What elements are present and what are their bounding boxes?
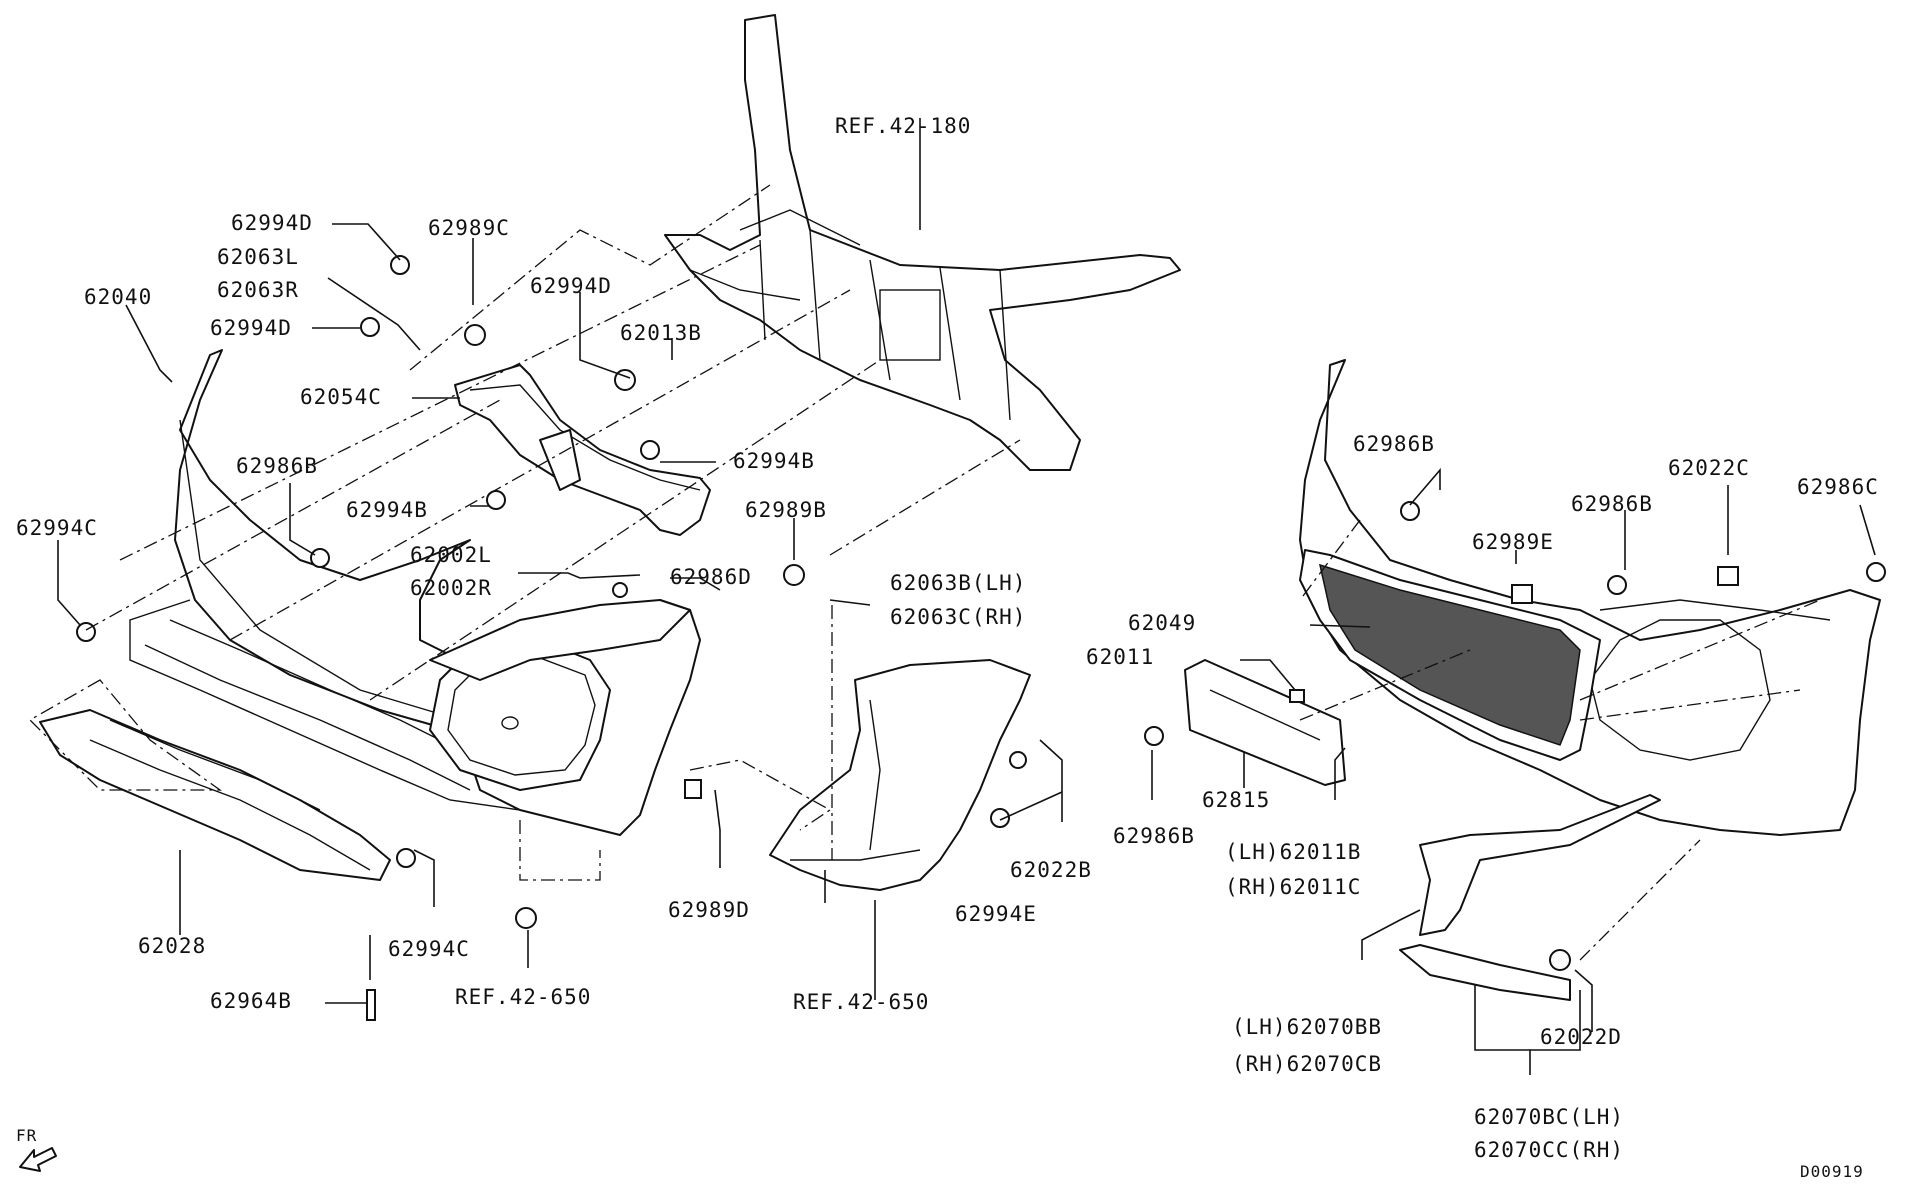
label-62986c: 62986C xyxy=(1797,475,1879,499)
label-62989e: 62989E xyxy=(1472,530,1554,554)
label-62002r: 62002R xyxy=(410,576,492,600)
label-62070bc-lh: 62070BC(LH) xyxy=(1474,1105,1625,1129)
label-62063b-lh: 62063B(LH) xyxy=(890,571,1027,595)
label-62994b-right: 62994B xyxy=(733,449,815,473)
label-62063l: 62063L xyxy=(217,245,299,269)
label-ref-42-650-center: REF.42-650 xyxy=(793,990,930,1014)
label-ref-42-180: REF.42-180 xyxy=(835,114,972,138)
label-62022d: 62022D xyxy=(1540,1025,1622,1049)
bumper-beam xyxy=(454,364,711,536)
front-indicator-label: FR xyxy=(16,1126,38,1145)
label-62994b-left: 62994B xyxy=(346,498,428,522)
reference-lines xyxy=(28,184,1821,961)
front-grille xyxy=(1299,549,1601,761)
diagram-code: D00919 xyxy=(1800,1162,1864,1181)
label-62063c-rh: 62063C(RH) xyxy=(890,605,1027,629)
label-ref-42-650-left: REF.42-650 xyxy=(455,985,592,1009)
label-62989d: 62989D xyxy=(668,898,750,922)
label-62070bb-lh: (LH)62070BB xyxy=(1232,1015,1383,1039)
front-arrow-icon xyxy=(19,1147,57,1172)
radiator-support xyxy=(664,14,1181,471)
label-62986b-right-bottom: 62986B xyxy=(1113,824,1195,848)
label-62011b-lh: (LH)62011B xyxy=(1225,840,1362,864)
fender-liner xyxy=(769,659,1031,891)
label-62040: 62040 xyxy=(84,285,153,309)
lower-grille-panel xyxy=(39,709,391,881)
label-62994c-left: 62994C xyxy=(16,516,98,540)
label-62986b-left: 62986B xyxy=(236,454,318,478)
label-62013b: 62013B xyxy=(620,321,702,345)
label-62989c: 62989C xyxy=(428,216,510,240)
front-bumper-cover xyxy=(129,349,701,836)
label-62986d: 62986D xyxy=(670,565,752,589)
label-62994d-mid: 62994D xyxy=(210,316,292,340)
label-62994e: 62994E xyxy=(955,902,1037,926)
label-62994d-center: 62994D xyxy=(530,274,612,298)
label-62022c: 62022C xyxy=(1668,456,1750,480)
label-62070cb-rh: (RH)62070CB xyxy=(1232,1052,1383,1076)
label-62049: 62049 xyxy=(1128,611,1197,635)
label-62011c-rh: (RH)62011C xyxy=(1225,875,1362,899)
label-62986b-right-top: 62986B xyxy=(1353,432,1435,456)
label-62986b-right-mid: 62986B xyxy=(1571,492,1653,516)
label-62994c-bottom: 62994C xyxy=(388,937,470,961)
fasteners xyxy=(76,255,1886,1021)
license-plate-bracket xyxy=(1184,659,1346,786)
label-62022b: 62022B xyxy=(1010,858,1092,882)
label-62063r: 62063R xyxy=(217,278,299,302)
leader-lines xyxy=(57,118,1876,1075)
label-62964b: 62964B xyxy=(210,989,292,1013)
label-62989b: 62989B xyxy=(745,498,827,522)
label-62054c: 62054C xyxy=(300,385,382,409)
label-62994d-top: 62994D xyxy=(231,211,313,235)
label-62011: 62011 xyxy=(1086,645,1155,669)
label-62028: 62028 xyxy=(138,934,207,958)
label-62002l: 62002L xyxy=(410,543,492,567)
label-62070cc-rh: 62070CC(RH) xyxy=(1474,1138,1625,1162)
garnish-strips xyxy=(1399,794,1661,1001)
label-62815: 62815 xyxy=(1202,788,1271,812)
